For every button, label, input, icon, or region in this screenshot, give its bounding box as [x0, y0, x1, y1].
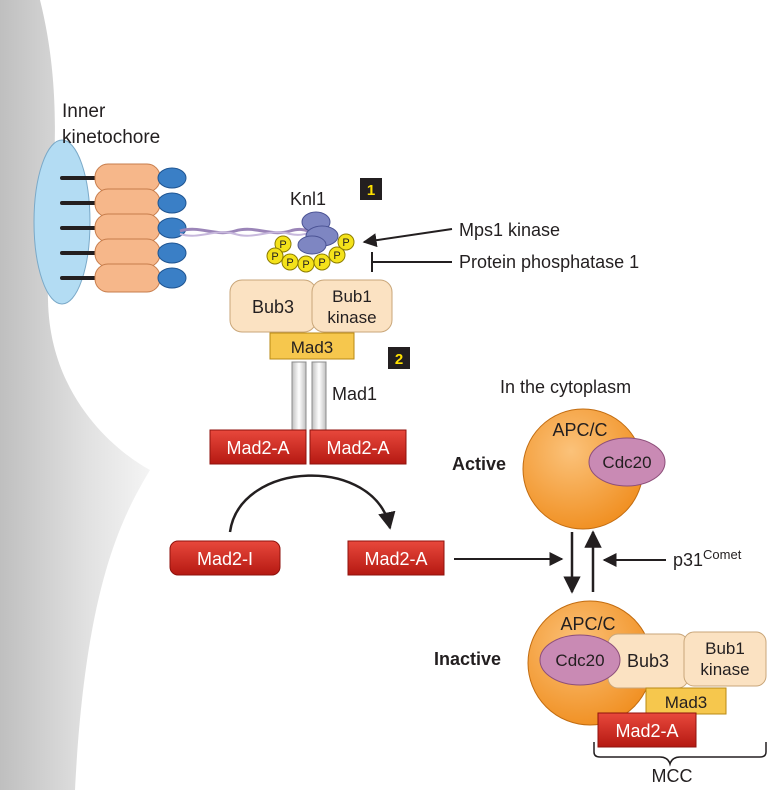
bub1-mcc-box — [683, 631, 767, 687]
cdc20-inactive-blob — [539, 634, 621, 686]
knl1-protein — [297, 211, 339, 255]
cdc20-active-blob — [588, 437, 666, 487]
mad1-label: Mad1 — [332, 384, 377, 404]
phosphate-4: P — [297, 255, 315, 273]
mad2a-free-box — [347, 540, 445, 576]
mcc-label: MCC — [652, 766, 693, 786]
pp1-label: Protein phosphatase 1 — [459, 252, 639, 272]
knl1-filament — [179, 227, 309, 235]
cytoplasm-label: In the cytoplasm — [500, 377, 631, 397]
bub1-mcc-label-1: Bub1 — [705, 639, 745, 658]
bub1-box — [311, 279, 393, 333]
phosphate-3: P — [281, 253, 299, 271]
bub3-label: Bub3 — [252, 297, 294, 317]
cdc20-active-label: Cdc20 — [602, 453, 651, 472]
svg-text:P: P — [342, 237, 349, 249]
bub3-mcc-label: Bub3 — [627, 651, 669, 671]
phosphate-6: P — [328, 246, 346, 264]
inner-kinetochore-label-1: Inner — [62, 101, 106, 122]
step-2-number: 2 — [395, 351, 403, 368]
svg-text:P: P — [279, 239, 286, 251]
apcc-inactive-label: APC/C — [560, 614, 615, 634]
active-label: Active — [452, 454, 506, 474]
apcc-active-label: APC/C — [552, 420, 607, 440]
mad2a-right-box — [309, 429, 407, 465]
phosphate-5: P — [313, 253, 331, 271]
phosphate-groups: P P P P P P P — [266, 233, 355, 273]
mad1-tube-right — [311, 361, 327, 433]
mcc-bracket — [593, 742, 767, 767]
svg-text:P: P — [286, 257, 293, 269]
conversion-arrow — [228, 474, 396, 533]
phosphate-7: P — [337, 233, 355, 251]
mad2a-mcc-label: Mad2-A — [615, 721, 678, 741]
mad2i-label: Mad2-I — [197, 549, 253, 569]
step-2-badge — [388, 347, 410, 369]
blue-caps — [157, 167, 187, 289]
phosphate-2: P — [266, 247, 284, 265]
mad2a-right-label: Mad2-A — [326, 438, 389, 458]
mps1-arrow — [362, 228, 453, 248]
mad2a-mcc-box — [597, 712, 697, 748]
mad2i-box — [169, 540, 281, 576]
p31-label: p31Comet — [673, 547, 742, 570]
bub1-label-1: Bub1 — [332, 287, 372, 306]
svg-text:P: P — [318, 257, 325, 269]
knl1-filament-strand — [179, 231, 309, 237]
mad1-tube-left — [291, 361, 307, 433]
knl1-label: Knl1 — [290, 189, 326, 209]
orange-protein-stack — [94, 163, 161, 293]
mad2a-left-label: Mad2-A — [226, 438, 289, 458]
svg-text:P: P — [302, 259, 309, 271]
bub1-mcc-label-2: kinase — [700, 660, 749, 679]
step-1-number: 1 — [367, 182, 375, 199]
mad2a-free-label: Mad2-A — [364, 549, 427, 569]
mps1-label: Mps1 kinase — [459, 220, 560, 240]
inner-kinetochore-label-2: kinetochore — [62, 127, 160, 148]
phosphate-1: P — [274, 235, 292, 253]
mad3-label: Mad3 — [291, 338, 334, 357]
mad3-box — [269, 332, 355, 360]
mad3-mcc-label: Mad3 — [665, 693, 708, 712]
bub1-label-2: kinase — [327, 308, 376, 327]
svg-text:P: P — [271, 251, 278, 263]
inactive-label: Inactive — [434, 649, 501, 669]
kinetochore-stalks — [60, 176, 102, 280]
inner-kinetochore-ellipse — [33, 139, 91, 305]
svg-text:P: P — [333, 250, 340, 262]
cdc20-inactive-label: Cdc20 — [555, 651, 604, 670]
mad2a-left-box — [209, 429, 307, 465]
step-1-badge — [360, 178, 382, 200]
mad3-mcc-box — [645, 687, 727, 715]
